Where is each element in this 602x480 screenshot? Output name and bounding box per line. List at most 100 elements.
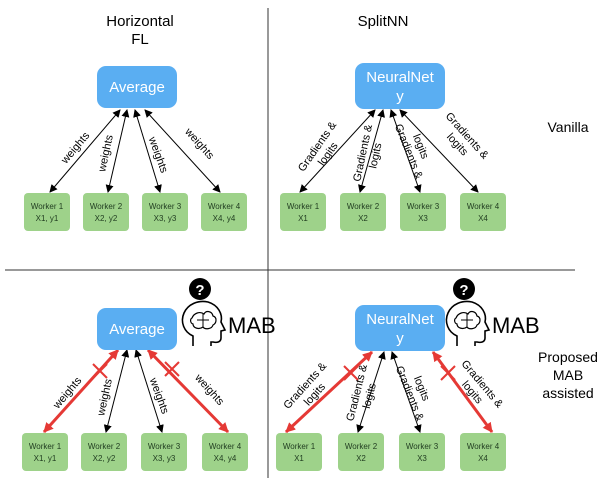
worker-box: Worker 2 X2, y2 <box>81 433 127 471</box>
edge-split-mab-blocked-4 <box>431 351 494 433</box>
panel-splitnn-mab: Gradients & logits Gradients & logits lo… <box>276 278 540 471</box>
edge-label-gradients-logits: Gradients & logits <box>296 119 341 174</box>
worker-data: X4, y4 <box>214 454 237 463</box>
edge-fl-vanilla-2 <box>105 109 130 193</box>
worker-name: Worker 1 <box>287 202 320 211</box>
worker-name: Worker 2 <box>88 442 121 451</box>
mab-label: MAB <box>492 313 540 338</box>
worker-name: Worker 2 <box>90 202 123 211</box>
brain-head-icon <box>445 300 491 346</box>
blocked-x-icon <box>164 361 180 377</box>
average-box <box>97 308 177 350</box>
worker-name: Worker 4 <box>209 442 242 451</box>
edge-label-weights: weights <box>192 371 227 408</box>
worker-box: Worker 1 X1, y1 <box>22 433 68 471</box>
worker-name: Worker 4 <box>208 202 241 211</box>
edge-label-gradients-logits: Gradients & logits <box>443 110 491 162</box>
average-label: Average <box>109 79 165 96</box>
question-circle-icon: ? <box>453 278 475 300</box>
worker-name: Worker 3 <box>149 202 182 211</box>
worker-box: Worker 1 X1 <box>280 193 326 231</box>
svg-text:logits: logits <box>367 142 384 170</box>
worker-name: Worker 3 <box>407 202 440 211</box>
edge-fl-mab-blocked-4 <box>146 348 230 434</box>
side-label-assisted: assisted <box>542 385 593 401</box>
worker-box: Worker 1 X1 <box>276 433 322 471</box>
worker-name: Worker 2 <box>345 442 378 451</box>
worker-data: X2 <box>356 454 366 463</box>
worker-name: Worker 3 <box>406 442 439 451</box>
average-box <box>97 66 177 108</box>
worker-data: X4 <box>478 214 488 223</box>
blocked-x-icon <box>92 363 108 379</box>
worker-name: Worker 2 <box>347 202 380 211</box>
worker-name: Worker 4 <box>467 202 500 211</box>
neuralnet-box <box>355 63 445 109</box>
worker-data: X2, y2 <box>93 454 116 463</box>
worker-data: X4 <box>478 454 488 463</box>
average-label: Average <box>109 321 165 338</box>
worker-box: Worker 2 X2 <box>340 193 386 231</box>
panel-fl-vanilla: weights weights weights weights Average … <box>24 66 247 231</box>
worker-data: X2 <box>358 214 368 223</box>
header-splitnn: SplitNN <box>358 13 409 30</box>
worker-data: X1 <box>294 454 304 463</box>
side-label-vanilla: Vanilla <box>548 119 589 135</box>
svg-text:?: ? <box>195 282 204 299</box>
header-horizontal-fl-line1: Horizontal <box>106 13 174 30</box>
neuralnet-label-line2: y <box>396 88 404 105</box>
panel-splitnn-vanilla: Gradients & logits Gradients & logits lo… <box>280 63 506 231</box>
worker-box: Worker 3 X3 <box>399 433 445 471</box>
edge-label-gradients-logits: logits Gradients & <box>392 122 431 181</box>
worker-box: Worker 4 X4 <box>460 193 506 231</box>
worker-name: Worker 1 <box>283 442 316 451</box>
side-label-proposed: Proposed <box>538 349 598 365</box>
worker-data: X3, y3 <box>154 214 177 223</box>
neuralnet-label-line1: NeuralNet <box>366 69 434 86</box>
worker-data: X4, y4 <box>213 214 236 223</box>
worker-data: X2, y2 <box>95 214 118 223</box>
edge-label-gradients-logits: Gradients & logits <box>351 123 384 183</box>
worker-box: Worker 3 X3 <box>400 193 446 231</box>
neuralnet-label-line1: NeuralNet <box>366 311 434 328</box>
worker-box: Worker 1 X1, y1 <box>24 193 70 231</box>
worker-box: Worker 4 X4 <box>460 433 506 471</box>
edge-split-mab-2 <box>356 351 386 433</box>
neuralnet-box <box>355 305 445 351</box>
edge-split-vanilla-2 <box>358 109 385 193</box>
worker-box: Worker 3 X3, y3 <box>142 193 188 231</box>
worker-data: X3, y3 <box>153 454 176 463</box>
worker-box: Worker 2 X2, y2 <box>83 193 129 231</box>
blocked-x-icon <box>440 365 456 381</box>
side-label-mab: MAB <box>553 367 583 383</box>
edge-fl-vanilla-4 <box>144 109 221 193</box>
worker-data: X1, y1 <box>36 214 59 223</box>
worker-name: Worker 4 <box>467 442 500 451</box>
edge-label-weights: weights <box>96 133 116 173</box>
worker-data: X3 <box>418 214 428 223</box>
edge-split-mab-3 <box>390 351 422 433</box>
svg-text:?: ? <box>459 282 468 299</box>
worker-name: Worker 1 <box>29 442 62 451</box>
blocked-x-icon <box>343 365 359 381</box>
edge-label-weights: weights <box>95 377 115 417</box>
edge-fl-mab-2 <box>103 349 130 433</box>
edge-split-vanilla-4 <box>399 109 479 193</box>
worker-data: X1, y1 <box>34 454 57 463</box>
worker-name: Worker 3 <box>148 442 181 451</box>
panel-fl-mab: weights weights weights weights Average … <box>22 278 276 471</box>
brain-head-icon <box>181 300 227 346</box>
worker-box: Worker 2 X2 <box>338 433 384 471</box>
worker-name: Worker 1 <box>31 202 64 211</box>
worker-box: Worker 4 X4, y4 <box>201 193 247 231</box>
question-circle-icon: ? <box>189 278 211 300</box>
mab-label: MAB <box>228 313 276 338</box>
header-horizontal-fl-line2: FL <box>131 31 149 48</box>
neuralnet-label-line2: y <box>396 330 404 347</box>
edge-label-weights: weights <box>182 125 217 162</box>
worker-data: X1 <box>298 214 308 223</box>
worker-box: Worker 4 X4, y4 <box>202 433 248 471</box>
worker-data: X3 <box>417 454 427 463</box>
worker-box: Worker 3 X3, y3 <box>141 433 187 471</box>
